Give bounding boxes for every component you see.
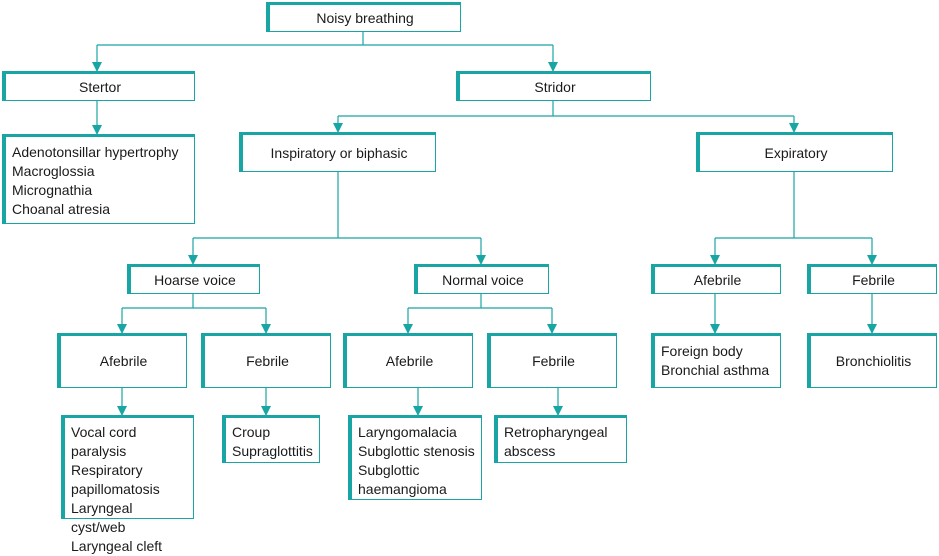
connector-lines bbox=[92, 32, 877, 416]
cause-item: Adenotonsillar hypertrophy bbox=[12, 144, 179, 160]
node-label: Hoarse voice bbox=[154, 271, 236, 288]
node-normal-afebrile-causes: Laryngomalacia Subglottic stenosis Subgl… bbox=[348, 415, 482, 500]
node-expiratory-afebrile: Afebrile bbox=[651, 264, 781, 294]
node-label: Afebrile bbox=[693, 271, 742, 288]
cause-item: Micrognathia bbox=[12, 182, 93, 198]
node-label: Febrile bbox=[852, 271, 895, 288]
node-inspiratory-biphasic: Inspiratory or biphasic bbox=[239, 132, 436, 172]
cause-item: Laryngeal cleft bbox=[71, 538, 163, 554]
node-label: Stertor bbox=[78, 78, 121, 95]
cause-item: Foreign body bbox=[661, 343, 743, 359]
node-stertor-causes: Adenotonsillar hypertrophy Macroglossia … bbox=[2, 134, 195, 224]
cause-item: Vocal cord paralysis bbox=[71, 424, 137, 459]
node-stridor: Stridor bbox=[456, 71, 651, 101]
node-normal-febrile-causes: Retropharyngeal abscess bbox=[494, 415, 627, 463]
node-label: Afebrile bbox=[99, 353, 148, 369]
node-label: Stridor bbox=[534, 78, 576, 95]
cause-item: Choanal atresia bbox=[12, 201, 111, 217]
node-label: Febrile bbox=[246, 353, 289, 369]
node-label: Inspiratory or biphasic bbox=[270, 144, 408, 161]
cause-item: Retropharyngeal bbox=[504, 424, 608, 440]
node-label: Febrile bbox=[532, 353, 575, 369]
node-hoarse-voice: Hoarse voice bbox=[127, 264, 260, 294]
node-label: Normal voice bbox=[442, 271, 524, 288]
node-normal-voice: Normal voice bbox=[414, 264, 549, 294]
node-hoarse-afebrile: Afebrile bbox=[57, 333, 187, 388]
node-label: Afebrile bbox=[385, 353, 434, 369]
node-noisy-breathing: Noisy breathing bbox=[266, 2, 461, 32]
cause-item: haemangioma bbox=[358, 481, 447, 497]
node-expiratory: Expiratory bbox=[696, 132, 893, 172]
node-expiratory-afebrile-causes: Foreign body Bronchial asthma bbox=[651, 333, 781, 388]
cause-item: Macroglossia bbox=[12, 163, 95, 179]
node-hoarse-febrile: Febrile bbox=[201, 333, 331, 388]
cause-item: Laryngeal cyst/web bbox=[71, 500, 133, 535]
cause-item: Respiratory bbox=[71, 462, 143, 478]
node-normal-febrile: Febrile bbox=[487, 333, 617, 388]
node-stertor: Stertor bbox=[2, 71, 195, 101]
node-hoarse-febrile-causes: Croup Supraglottitis bbox=[222, 415, 320, 463]
node-expiratory-febrile: Febrile bbox=[807, 264, 937, 294]
cause-item: abscess bbox=[504, 443, 556, 459]
node-label: Expiratory bbox=[764, 144, 828, 161]
node-hoarse-afebrile-causes: Vocal cord paralysis Respiratory papillo… bbox=[61, 415, 194, 554]
cause-item: Subglottic stenosis bbox=[358, 443, 475, 459]
cause-item: Croup bbox=[232, 424, 271, 440]
cause-item: Laryngomalacia bbox=[358, 424, 457, 440]
cause-item: Subglottic bbox=[358, 462, 420, 478]
node-label: Noisy breathing bbox=[316, 9, 414, 26]
cause-item: Supraglottitis bbox=[232, 443, 313, 459]
cause-item: Bronchiolitis bbox=[835, 353, 912, 369]
node-normal-afebrile: Afebrile bbox=[343, 333, 473, 388]
node-expiratory-febrile-causes: Bronchiolitis bbox=[807, 333, 937, 388]
cause-item: Bronchial asthma bbox=[661, 362, 770, 378]
cause-item: papillomatosis bbox=[71, 481, 160, 497]
